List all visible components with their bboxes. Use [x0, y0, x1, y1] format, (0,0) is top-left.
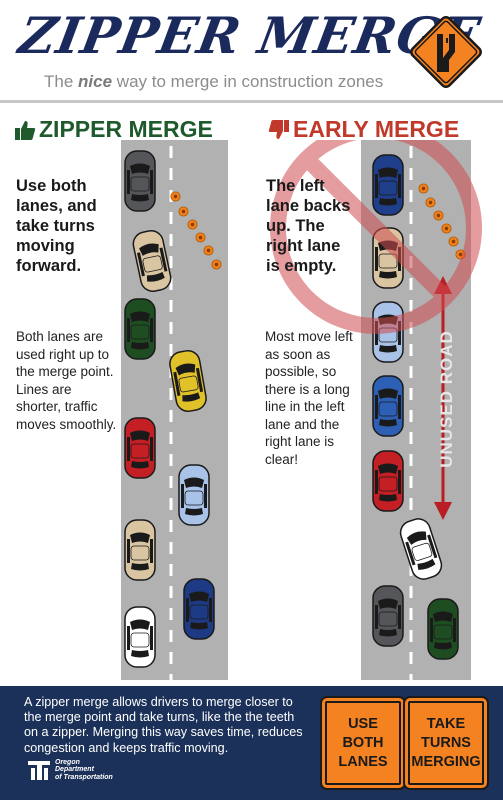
take-turns-merging-sign: TAKE TURNS MERGING [403, 696, 489, 790]
car-icon [183, 578, 215, 640]
early-heading-label: EARLY MERGE [293, 116, 460, 142]
agency-line: of Transportation [55, 773, 113, 781]
zipper-detail-text: Both lanes are used right up to the merg… [16, 329, 117, 432]
car-icon [124, 606, 156, 668]
thumbs-up-icon [15, 120, 36, 140]
road-illustration: UNUSED ROAD [121, 140, 482, 680]
prohibition-icon [270, 140, 482, 334]
car-icon [124, 298, 156, 360]
agency-line: Department [55, 766, 94, 774]
early-main-text: The left lane backs up. The right lane i… [266, 177, 351, 275]
sign-text: TURNS [421, 734, 471, 751]
header-divider [0, 100, 503, 103]
subtitle-emphasis: nice [78, 72, 113, 91]
car-icon [178, 464, 210, 526]
zipper-heading-label: ZIPPER MERGE [39, 116, 213, 142]
car-icon [372, 154, 404, 216]
car-icon [372, 450, 404, 512]
traffic-cone-icon [448, 236, 459, 247]
agency-line: Oregon [55, 758, 80, 766]
traffic-cone-icon [187, 219, 198, 230]
early-merge-heading: EARLY MERGE [268, 116, 459, 143]
traffic-cone-icon [433, 210, 444, 221]
sign-text: LANES [338, 753, 388, 770]
lane-merge-sign-icon [410, 16, 482, 88]
car-icon [372, 375, 404, 437]
subtitle: The nice way to merge in construction zo… [44, 72, 383, 92]
traffic-cone-icon [178, 206, 189, 217]
subtitle-end: way to merge in construction zones [116, 72, 384, 91]
traffic-cone-icon [441, 223, 452, 234]
sign-text: USE [348, 715, 378, 732]
sign-text: TAKE [426, 715, 466, 732]
traffic-cone-icon [418, 183, 429, 194]
sign-text: BOTH [342, 734, 384, 751]
odot-logo-icon [28, 761, 50, 780]
odot-text: Oregon Department of Transportation [55, 759, 113, 782]
car-icon [427, 598, 459, 660]
zipper-road [121, 140, 228, 680]
car-icon [124, 150, 156, 212]
use-both-lanes-sign: USE BOTH LANES [320, 696, 406, 790]
traffic-cone-icon [211, 259, 222, 270]
zipper-main-text: Use both lanes, and take turns moving fo… [16, 177, 97, 275]
early-detail-text: Most move left as soon as possible, so t… [265, 329, 353, 467]
odot-logo: Oregon Department of Transportation [26, 758, 113, 782]
traffic-cone-icon [425, 197, 436, 208]
subtitle-start: The [44, 72, 74, 91]
car-icon [124, 519, 156, 581]
traffic-cone-icon [203, 245, 214, 256]
footer-description: A zipper merge allows drivers to merge c… [24, 695, 303, 755]
unused-road-label: UNUSED ROAD [437, 330, 456, 468]
sign-text: MERGING [411, 753, 481, 770]
traffic-cone-icon [195, 232, 206, 243]
thumbs-down-icon [268, 119, 289, 139]
car-icon [124, 417, 156, 479]
zipper-merge-heading: ZIPPER MERGE [14, 116, 213, 143]
traffic-cone-icon [170, 191, 181, 202]
car-icon [372, 585, 404, 647]
